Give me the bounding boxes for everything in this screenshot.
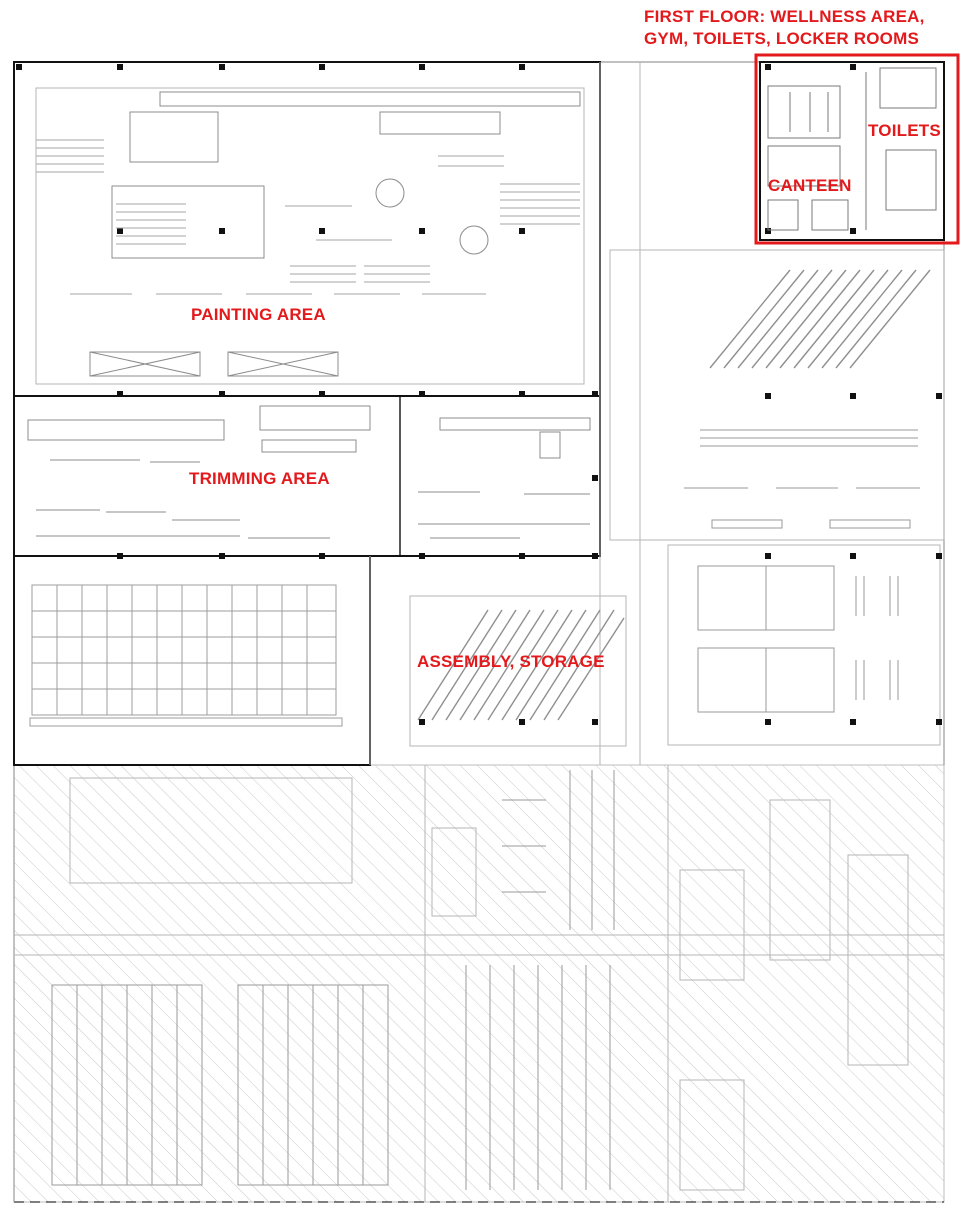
canteen-label: CANTEEN [768,176,852,195]
painting-area-label: PAINTING AREA [191,305,326,324]
interior-partitions [14,62,945,1202]
trimming-equipment [27,405,591,539]
first-floor-caption-line-1: FIRST FLOOR: WELLNESS AREA, [644,7,925,26]
first-floor-highlight-frame [754,53,960,245]
first-floor-details [767,67,937,231]
painting-area-room [13,61,601,397]
assembly-storage-label: ASSEMBLY, STORAGE [417,652,605,671]
workstations [684,429,920,713]
hatched-storage-zone [13,764,945,1203]
lower-racks [51,770,615,1190]
first-floor-caption-line-2: GYM, TOILETS, LOCKER ROOMS [644,29,920,48]
toilets-label: TOILETS [868,121,941,140]
diagonal-staged-items [417,269,931,721]
first-floor-block [759,61,945,241]
structural-columns [16,64,942,725]
storage-racks [29,584,343,727]
painting-equipment [36,91,581,377]
trimming-area-label: TRIMMING AREA [189,469,330,488]
lower-left-storage-room [13,555,371,766]
